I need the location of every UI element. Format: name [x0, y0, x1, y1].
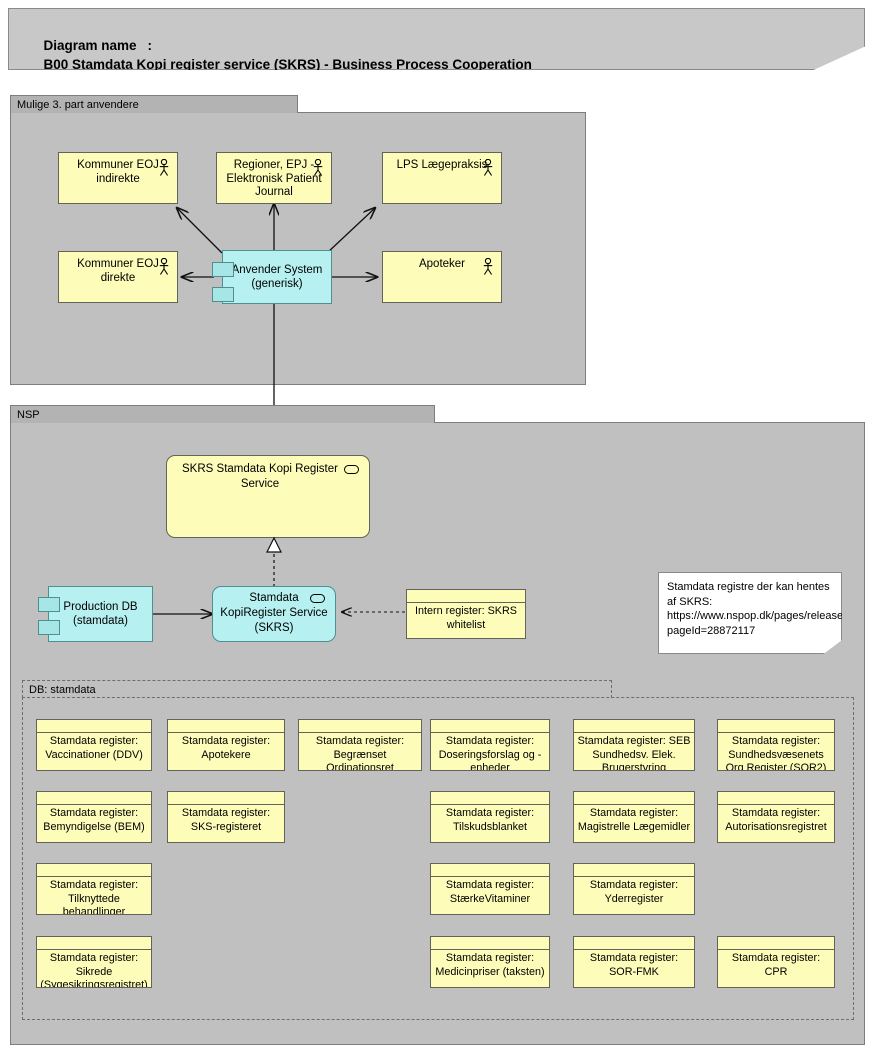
node-kopiregister-service[interactable]: Stamdata KopiRegister Service (SKRS) [212, 586, 336, 642]
actor-icon [483, 258, 493, 275]
actor-icon [313, 159, 323, 176]
register-card-label: Stamdata register: Vaccinationer (DDV) [45, 735, 143, 761]
register-header-strip [574, 864, 694, 877]
diagram-title-banner: Diagram name: B00 Stamdata Kopi register… [8, 8, 865, 70]
register-card-label: Stamdata register: Sikrede (Sygesikrings… [40, 952, 148, 988]
register-card[interactable]: Stamdata register: Sikrede (Sygesikrings… [36, 936, 152, 988]
register-card-label: Stamdata register: Tilskudsblanket [445, 807, 535, 833]
diagram-name-line: Diagram name: B00 Stamdata Kopi register… [21, 17, 864, 72]
register-header-strip [574, 937, 694, 950]
register-card[interactable]: Stamdata register: Tilknyttede behandlin… [36, 863, 152, 915]
register-card-label: Stamdata register: Medicinpriser (takste… [435, 952, 545, 978]
register-card-label: Stamdata register: Magistrelle Lægemidle… [577, 807, 691, 833]
register-header-strip [168, 720, 284, 733]
node-lps-laegepraksis-label: LPS Lægepraksis [396, 159, 488, 171]
register-header-strip [168, 792, 284, 805]
register-card-label: Stamdata register: SEB Sundhedsv. Elek. … [577, 735, 691, 771]
note-text: Stamdata registre der kan hentes af SKRS… [667, 581, 873, 637]
register-header-strip [431, 937, 549, 950]
group-third-party-tab: Mulige 3. part anvendere [10, 95, 298, 113]
register-card-label: Stamdata register: SOR-FMK [589, 952, 679, 978]
register-card[interactable]: Stamdata register: Apotekere [167, 719, 285, 771]
register-card-label: Stamdata register: CPR [731, 952, 821, 978]
node-anvender-system-label: Anvender System (generisk) [231, 264, 323, 290]
register-header-strip [37, 937, 151, 950]
node-anvender-system[interactable]: Anvender System (generisk) [212, 250, 332, 304]
register-card[interactable]: Stamdata register: Medicinpriser (takste… [430, 936, 550, 988]
register-card-label: Stamdata register: StærkeVitaminer [445, 879, 535, 905]
node-intern-register-whitelist[interactable]: Intern register: SKRS whitelist [406, 589, 526, 639]
subgroup-db-stamdata-tab: DB: stamdata [22, 680, 612, 698]
component-icon [212, 262, 234, 277]
register-card[interactable]: Stamdata register: Yderregister [573, 863, 695, 915]
register-card-label: Stamdata register: SKS-registeret [181, 807, 271, 833]
node-kommuner-eoj-direkte[interactable]: Kommuner EOJ direkte [58, 251, 178, 303]
node-production-db[interactable]: Production DB (stamdata) [38, 586, 153, 642]
node-kopiregister-service-label: Stamdata KopiRegister Service (SKRS) [220, 592, 328, 634]
component-icon [38, 620, 60, 635]
node-lps-laegepraksis[interactable]: LPS Lægepraksis [382, 152, 502, 204]
register-card[interactable]: Stamdata register: Autorisationsregistre… [717, 791, 835, 843]
actor-icon [159, 159, 169, 176]
register-header-strip [431, 792, 549, 805]
register-card-label: Stamdata register: Yderregister [589, 879, 679, 905]
register-card[interactable]: Stamdata register: Tilskudsblanket [430, 791, 550, 843]
register-header-strip [574, 720, 694, 733]
node-kommuner-eoj-direkte-label: Kommuner EOJ direkte [77, 258, 159, 284]
actor-icon [483, 159, 493, 176]
register-header-strip [431, 720, 549, 733]
register-header-strip [718, 720, 834, 733]
register-header-strip [37, 864, 151, 877]
node-regioner-epj[interactable]: Regioner, EPJ - Elektronisk Patient Jour… [216, 152, 332, 204]
node-intern-register-whitelist-label: Intern register: SKRS whitelist [414, 605, 517, 631]
register-card[interactable]: Stamdata register: Vaccinationer (DDV) [36, 719, 152, 771]
register-card-label: Stamdata register: Tilknyttede behandlin… [49, 879, 139, 915]
register-card[interactable]: Stamdata register: CPR [717, 936, 835, 988]
register-card[interactable]: Stamdata register: Sundhedsvæsenets Org … [717, 719, 835, 771]
node-skrs-service-label: SKRS Stamdata Kopi Register Service [182, 463, 338, 490]
service-oval-icon [310, 594, 325, 603]
register-card[interactable]: Stamdata register: Bemyndigelse (BEM) [36, 791, 152, 843]
node-skrs-service[interactable]: SKRS Stamdata Kopi Register Service [166, 455, 370, 538]
diagram-name-label: Diagram name [43, 38, 137, 53]
register-card[interactable]: Stamdata register: SKS-registeret [167, 791, 285, 843]
node-regioner-epj-label: Regioner, EPJ - Elektronisk Patient Jour… [226, 159, 322, 198]
register-card[interactable]: Stamdata register: SOR-FMK [573, 936, 695, 988]
register-card-label: Stamdata register: Apotekere [181, 735, 271, 761]
group-nsp-tab: NSP [10, 405, 435, 423]
actor-icon [159, 258, 169, 275]
node-apoteker-label: Apoteker [418, 258, 466, 270]
diagram-name-value: B00 Stamdata Kopi register service (SKRS… [43, 57, 532, 72]
subgroup-db-stamdata: DB: stamdata [22, 680, 854, 1020]
node-kommuner-eoj-indirekte[interactable]: Kommuner EOJ indirekte [58, 152, 178, 204]
node-kommuner-eoj-indirekte-label: Kommuner EOJ indirekte [77, 159, 159, 185]
component-icon [38, 597, 60, 612]
register-header-strip [37, 792, 151, 805]
node-apoteker[interactable]: Apoteker [382, 251, 502, 303]
group-third-party: Mulige 3. part anvendere [10, 95, 586, 385]
note-skrs-registers-url: Stamdata registre der kan hentes af SKRS… [658, 572, 842, 654]
register-header-strip [718, 792, 834, 805]
register-card-label: Stamdata register: Sundhedsvæsenets Org … [725, 735, 827, 771]
component-icon [212, 287, 234, 302]
register-card-label: Stamdata register: Autorisationsregistre… [725, 807, 827, 833]
register-card[interactable]: Stamdata register: Magistrelle Lægemidle… [573, 791, 695, 843]
register-header-strip [431, 864, 549, 877]
register-header-strip [407, 590, 525, 603]
register-card-label: Stamdata register: Bemyndigelse (BEM) [43, 807, 145, 833]
register-header-strip [574, 792, 694, 805]
node-production-db-label: Production DB (stamdata) [63, 601, 138, 627]
register-header-strip [299, 720, 421, 733]
register-card[interactable]: Stamdata register: Begrænset Ordinations… [298, 719, 422, 771]
register-card[interactable]: Stamdata register: Doseringsforslag og -… [430, 719, 550, 771]
register-header-strip [718, 937, 834, 950]
subgroup-db-stamdata-body [22, 697, 854, 1020]
register-card[interactable]: Stamdata register: SEB Sundhedsv. Elek. … [573, 719, 695, 771]
service-oval-icon [344, 465, 359, 474]
register-card[interactable]: Stamdata register: StærkeVitaminer [430, 863, 550, 915]
diagram-name-sep: : [147, 38, 153, 53]
register-card-label: Stamdata register: Doseringsforslag og -… [438, 735, 542, 771]
register-card-label: Stamdata register: Begrænset Ordinations… [315, 735, 405, 771]
register-header-strip [37, 720, 151, 733]
